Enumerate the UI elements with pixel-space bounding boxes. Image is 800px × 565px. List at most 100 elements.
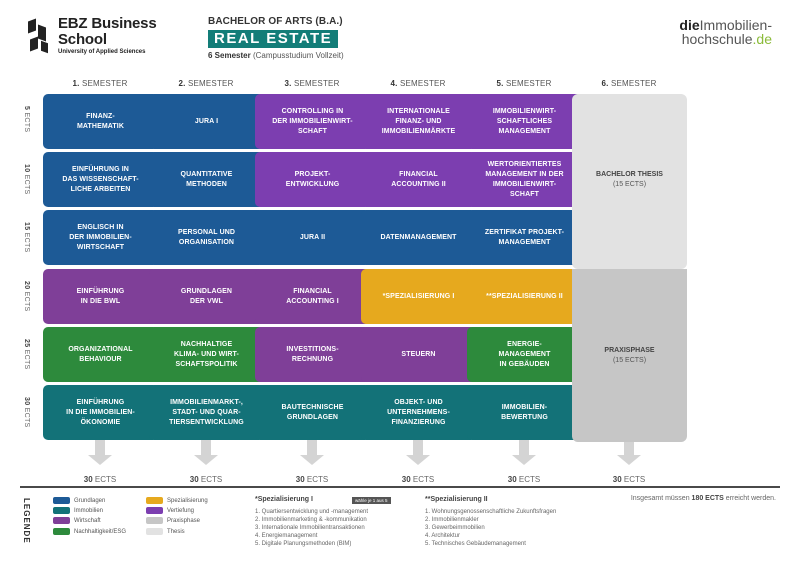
semester-header-6: 6. SEMESTER — [576, 79, 682, 88]
ects-row-unit: ECTS — [23, 291, 30, 312]
thesis-ects: (15 ECTS) — [612, 181, 647, 188]
note-bold: 180 ECTS — [691, 495, 724, 502]
ects-row-number: 10 — [23, 164, 30, 173]
module-cell: EINFÜHRUNG IN DIE BWL — [43, 269, 158, 324]
legend-label: Grundlagen — [74, 497, 106, 504]
program-duration: 6 Semester (Campusstudium Vollzeit) — [208, 51, 344, 60]
module-cell: ZERTIFIKAT PROJEKT- MANAGEMENT — [467, 210, 582, 265]
praxis-ects: (15 ECTS) — [612, 357, 647, 364]
column-arrow-icon — [300, 455, 324, 465]
module-cell: FINANCIAL ACCOUNTING II — [361, 152, 476, 207]
semester-total-ects: 30 ECTS — [153, 475, 259, 484]
semester-number: 1. — [72, 79, 80, 88]
column-arrow-icon — [617, 455, 641, 465]
module-cell: FINANCIAL ACCOUNTING I — [255, 269, 370, 324]
module-cell: INVESTITIONS- RECHNUNG — [255, 327, 370, 382]
spec1-title: *Spezialisierung I — [255, 496, 313, 503]
spec2-list-item: 2. Immobilienmakler — [425, 517, 479, 523]
legend-label: Thesis — [167, 528, 185, 535]
spec2-list-item: 4. Architektur — [425, 533, 461, 539]
legend-swatch — [146, 517, 163, 524]
module-cell: IMMOBILIENWIRT- SCHAFTLICHES MANAGEMENT — [467, 94, 582, 149]
semester-label: SEMESTER — [187, 79, 234, 88]
column-arrow-stem — [624, 438, 634, 456]
spec1-list-item: 3. Internationale Immobilientransaktione… — [255, 525, 365, 531]
semester-label: SEMESTER — [610, 79, 657, 88]
total-unit: ECTS — [94, 475, 117, 484]
legend-item: Spezialisierung — [146, 497, 208, 504]
total-number: 30 — [612, 475, 622, 484]
total-number: 30 — [83, 475, 93, 484]
semester-total-ects: 30 ECTS — [365, 475, 471, 484]
semester-label: SEMESTER — [81, 79, 128, 88]
ects-row-number: 15 — [23, 222, 30, 231]
column-arrow-stem — [519, 438, 529, 456]
total-number: 30 — [507, 475, 517, 484]
legend-title: LEGENDE — [22, 498, 31, 544]
total-unit: ECTS — [200, 475, 223, 484]
spec2-list: 1. Wohnungsgenossenschaftliche Zukunftsf… — [425, 508, 556, 548]
module-cell: EINFÜHRUNG IN DIE IMMOBILIEN- ÖKONOMIE — [43, 385, 158, 440]
spec2-list-item: 1. Wohnungsgenossenschaftliche Zukunftsf… — [425, 509, 557, 515]
module-cell: QUANTITATIVE METHODEN — [149, 152, 264, 207]
legend-label: Immobilien — [74, 507, 104, 514]
legend-item: Thesis — [146, 528, 185, 535]
semester-header-3: 3. SEMESTER — [259, 79, 365, 88]
module-cell: *SPEZIALISIERUNG I — [361, 269, 476, 324]
spec1-badge: wähle je 1 aus 5 — [352, 497, 391, 504]
legend-item: Grundlagen — [53, 497, 105, 504]
spec2-list-item: 3. Gewerbeimmobilien — [425, 525, 485, 531]
module-cell: PERSONAL UND ORGANISATION — [149, 210, 264, 265]
total-unit: ECTS — [623, 475, 646, 484]
total-ects-note: Insgesamt müssen 180 ECTS erreicht werde… — [631, 495, 776, 502]
legend-swatch — [146, 497, 163, 504]
ih-tld: .de — [752, 31, 772, 47]
ih-prefix: die — [679, 17, 700, 33]
column-arrow-icon — [512, 455, 536, 465]
legend-swatch — [146, 507, 163, 514]
module-cell: WERTORIENTIERTES MANAGEMENT IN DER IMMOB… — [467, 152, 582, 207]
module-cell: DATENMANAGEMENT — [361, 210, 476, 265]
semester-number: 5. — [496, 79, 504, 88]
bachelor-thesis-block — [572, 94, 687, 269]
module-cell: FINANZ- MATHEMATIK — [43, 94, 158, 149]
spec1-list-item: 5. Digitale Planungsmethoden (BIM) — [255, 541, 352, 547]
ects-row-unit: ECTS — [23, 232, 30, 253]
legend-item: Vertiefung — [146, 507, 194, 514]
spec2-title: **Spezialisierung II — [425, 496, 488, 503]
ects-row-number: 25 — [23, 339, 30, 348]
ebz-logo-sub: University of Applied Sciences — [58, 49, 146, 55]
module-cell: JURA I — [149, 94, 264, 149]
semester-number: 3. — [284, 79, 292, 88]
module-cell: CONTROLLING IN DER IMMOBILIENWIRT- SCHAF… — [255, 94, 370, 149]
semester-header-5: 5. SEMESTER — [471, 79, 577, 88]
semester-label: SEMESTER — [399, 79, 446, 88]
semester-total-ects: 30 ECTS — [471, 475, 577, 484]
total-number: 30 — [295, 475, 305, 484]
legend-swatch — [53, 507, 70, 514]
legend-label: Nachhaltigkeit/ESG — [74, 528, 127, 535]
semester-number: 2. — [178, 79, 186, 88]
spec1-list-item: 1. Quartiersentwicklung und -management — [255, 509, 369, 515]
module-cell: ORGANIZATIONAL BEHAVIOUR — [43, 327, 158, 382]
immobilienhochschule-logo: dieImmobilien- hochschule.de — [679, 18, 772, 46]
module-cell: STEUERN — [361, 327, 476, 382]
column-arrow-stem — [201, 438, 211, 456]
module-cell: OBJEKT- UND UNTERNEHMENS- FINANZIERUNG — [361, 385, 476, 440]
semester-header-4: 4. SEMESTER — [365, 79, 471, 88]
legend-item: Immobilien — [53, 507, 103, 514]
module-cell: NACHHALTIGE KLIMA- UND WIRT- SCHAFTSPOLI… — [149, 327, 264, 382]
module-cell: ENGLISCH IN DER IMMOBILIEN- WIRTSCHAFT — [43, 210, 158, 265]
ects-row-label: 15 ECTS — [23, 222, 30, 253]
legend-swatch — [53, 517, 70, 524]
program-title: REAL ESTATE — [208, 30, 339, 48]
ebz-logo: EBZ Business School University of Applie… — [26, 16, 157, 56]
legend-item: Wirtschaft — [53, 517, 101, 524]
column-arrow-stem — [413, 438, 423, 456]
ebz-logo-line2: School — [58, 31, 107, 48]
ih-word2: hochschule — [681, 31, 753, 47]
ebz-logo-mark-icon — [26, 16, 52, 56]
module-cell: PROJEKT- ENTWICKLUNG — [255, 152, 370, 207]
ects-row-label: 5 ECTS — [23, 106, 30, 132]
praxisphase-block — [572, 269, 687, 442]
